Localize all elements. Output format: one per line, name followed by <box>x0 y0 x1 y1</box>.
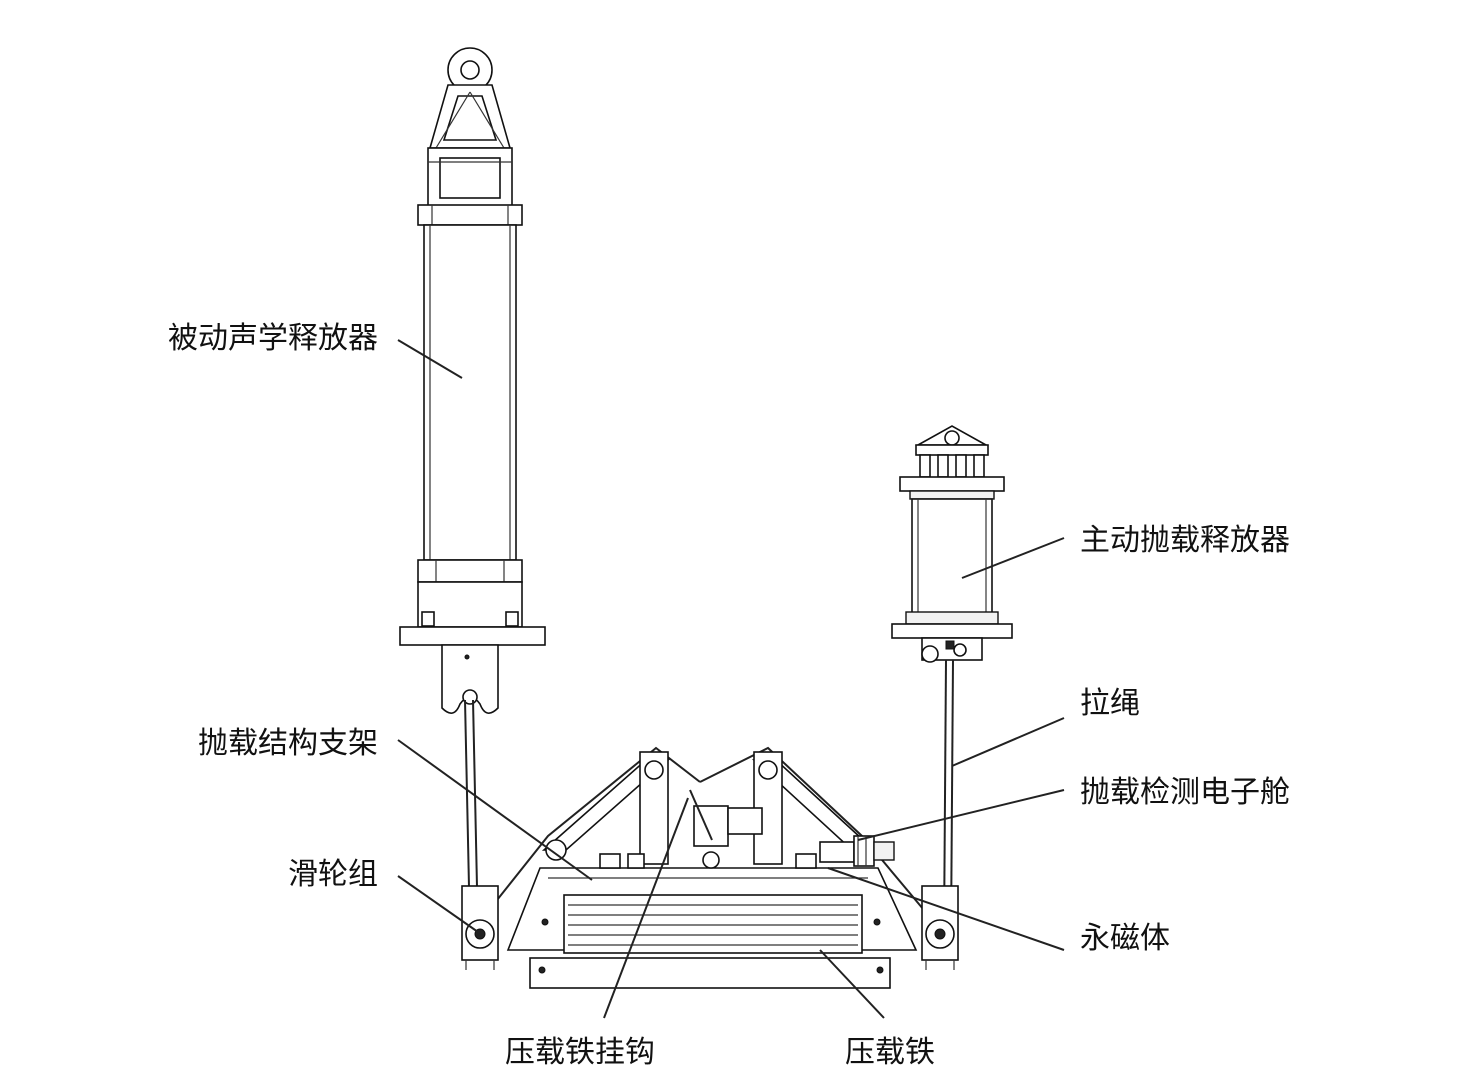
active-ballast-release <box>891 425 1013 663</box>
label-passive-release: 被动声学释放器 <box>168 321 378 356</box>
label-sensor-cabin: 抛载检测电子舱 <box>1080 775 1290 810</box>
leader-ballast <box>819 949 885 1019</box>
leader-pulley <box>397 875 479 933</box>
pulley-group-left <box>461 885 499 970</box>
leader-ballast-hook <box>603 797 689 1019</box>
leader-passive-release <box>397 339 463 379</box>
pulley-group-right <box>921 885 959 970</box>
leader-frame <box>397 739 593 881</box>
ballast-iron <box>529 894 891 989</box>
label-ballast: 压载铁 <box>845 1035 935 1070</box>
leader-lines <box>397 339 1065 1019</box>
label-frame: 抛载结构支架 <box>198 726 378 761</box>
label-rope: 拉绳 <box>1080 686 1140 721</box>
label-magnet: 永磁体 <box>1080 921 1170 956</box>
leader-magnet <box>827 867 1065 951</box>
label-pulley: 滑轮组 <box>288 857 378 892</box>
label-ballast-hook: 压载铁挂钩 <box>505 1035 655 1070</box>
label-active-release: 主动抛载释放器 <box>1080 523 1290 558</box>
leader-sensor-cabin <box>857 789 1065 841</box>
labels: 被动声学释放器 主动抛载释放器 拉绳 抛载结构支架 抛载检测电子舱 滑轮组 永磁… <box>168 321 1290 1070</box>
leader-active-release <box>961 537 1065 579</box>
passive-acoustic-release <box>399 47 546 714</box>
sensor-cabin <box>819 835 895 867</box>
leader-rope <box>951 717 1065 767</box>
